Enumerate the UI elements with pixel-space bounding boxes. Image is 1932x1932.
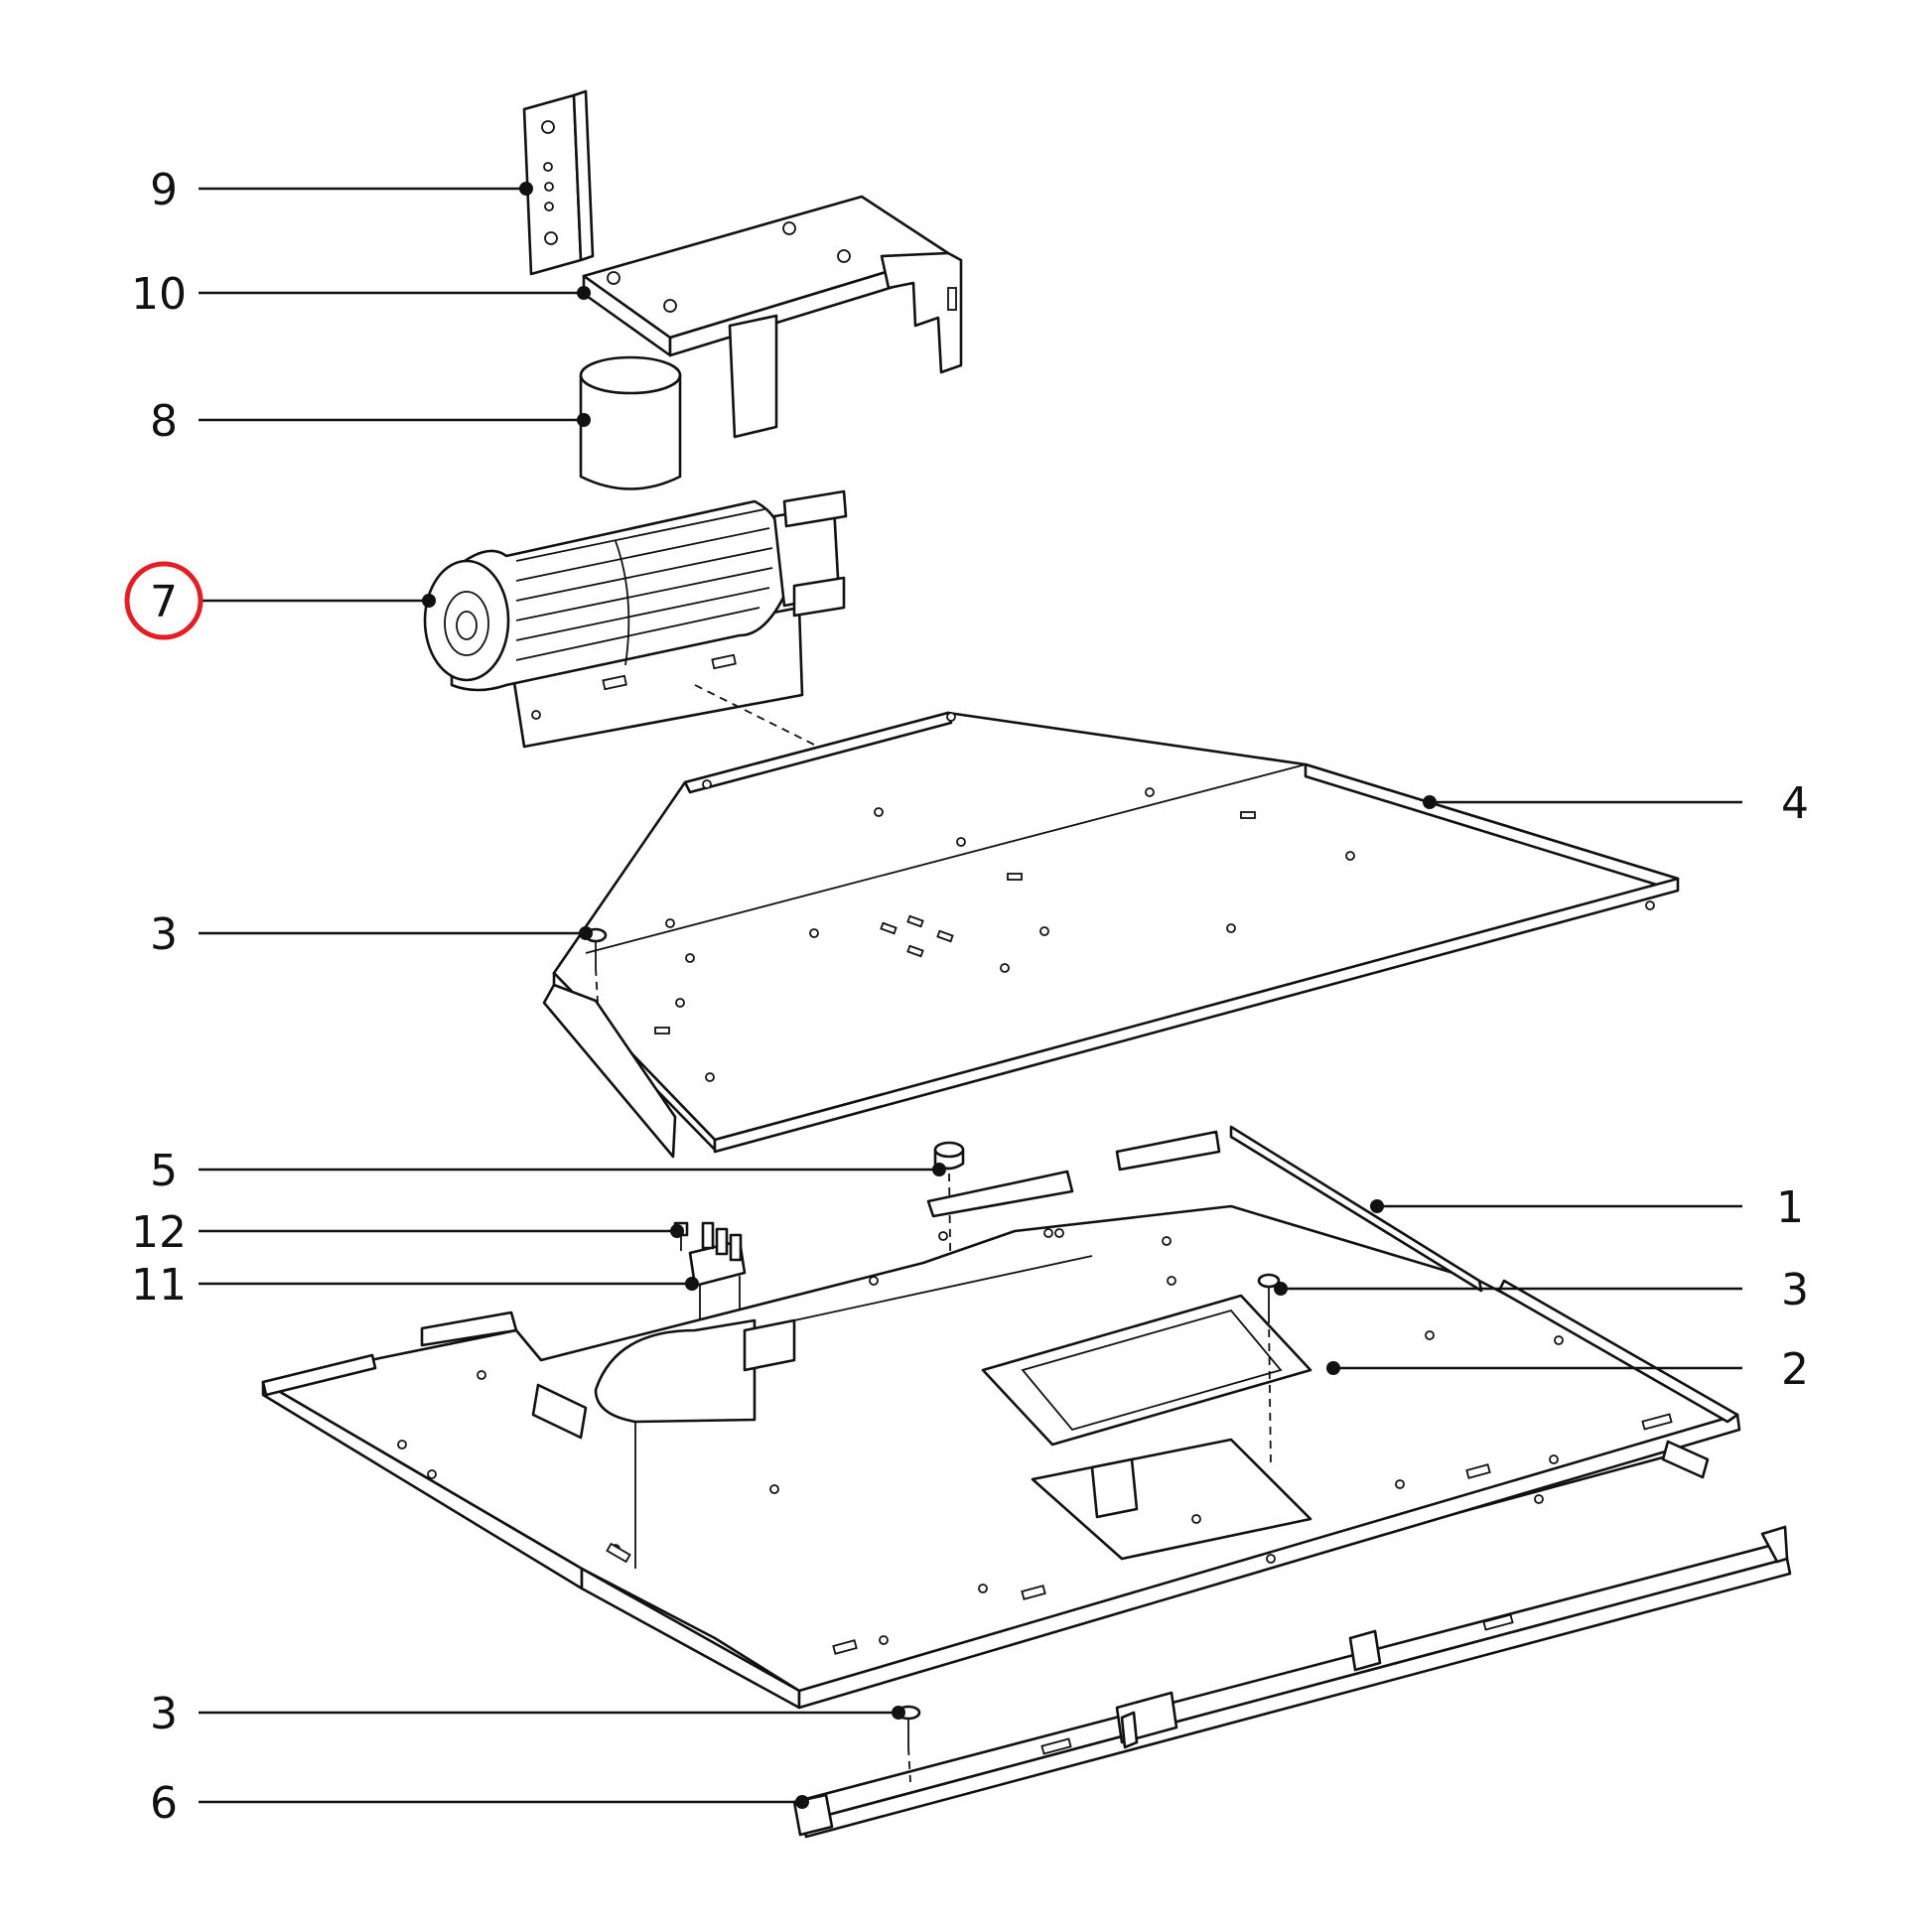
callout-11: 11	[131, 1260, 187, 1311]
part-4-top-plate	[542, 711, 1680, 1159]
part-8-capacitor	[579, 355, 682, 490]
callout-labels: 9 10 8 7 3 4 5 12 11 1 3 2 3 6	[131, 165, 1809, 1829]
callout-5: 5	[150, 1146, 178, 1196]
callout-12: 12	[131, 1207, 187, 1258]
highlight-circle	[124, 561, 204, 640]
part-11-thermostat	[688, 1221, 747, 1330]
callout-10: 10	[131, 269, 187, 320]
callout-7: 7	[150, 577, 178, 627]
part-10-cover-bracket	[582, 195, 963, 439]
callout-3-bottom: 3	[150, 1689, 178, 1739]
callout-6: 6	[150, 1778, 178, 1829]
callout-4: 4	[1781, 778, 1809, 829]
leader-lines	[199, 182, 1742, 1809]
callout-1: 1	[1776, 1182, 1804, 1233]
callout-8: 8	[150, 396, 178, 447]
part-3-screw-middle	[1257, 1273, 1281, 1468]
callout-9: 9	[150, 165, 178, 215]
part-9-bracket	[522, 89, 595, 276]
part-6-front-rail	[792, 1525, 1792, 1839]
part-1-base-plate	[261, 1125, 1741, 1710]
callout-3-middle: 3	[1781, 1265, 1809, 1315]
part-7-fan-motor	[423, 489, 848, 749]
callout-2: 2	[1781, 1344, 1809, 1395]
part-3-screw-top	[584, 927, 608, 1004]
callout-3-top: 3	[150, 909, 178, 960]
